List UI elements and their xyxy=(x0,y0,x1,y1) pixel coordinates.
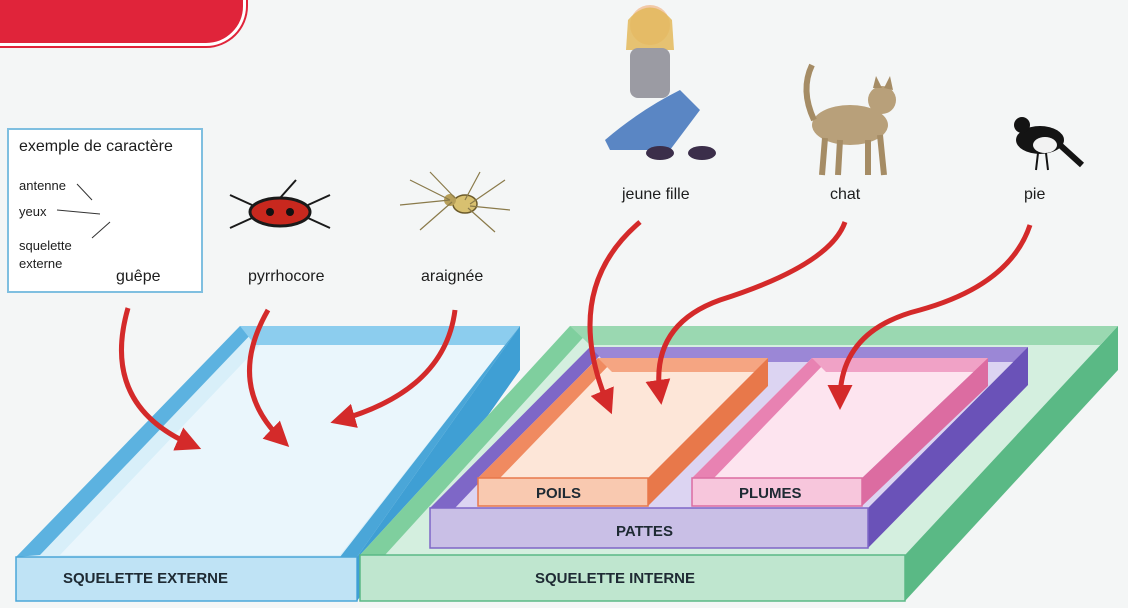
label-pattes: PATTES xyxy=(616,523,673,540)
annotation-lines xyxy=(0,0,210,300)
caption-araignee: araignée xyxy=(421,268,483,286)
label-squelette-interne: SQUELETTE INTERNE xyxy=(535,570,695,587)
spider-image xyxy=(400,172,510,232)
caption-pyrrhocore: pyrrhocore xyxy=(248,268,324,286)
girl-image xyxy=(605,5,716,160)
caption-guepe: guêpe xyxy=(116,268,161,286)
caption-chat: chat xyxy=(830,186,860,204)
cat-image xyxy=(806,65,896,175)
caption-jeune-fille: jeune fille xyxy=(622,186,690,204)
label-plumes: PLUMES xyxy=(739,485,802,502)
label-squelette-externe: SQUELETTE EXTERNE xyxy=(63,570,228,587)
caption-pie: pie xyxy=(1024,186,1045,204)
label-poils: POILS xyxy=(536,485,581,502)
magpie-image xyxy=(1014,117,1082,170)
firebug-image xyxy=(230,180,330,228)
